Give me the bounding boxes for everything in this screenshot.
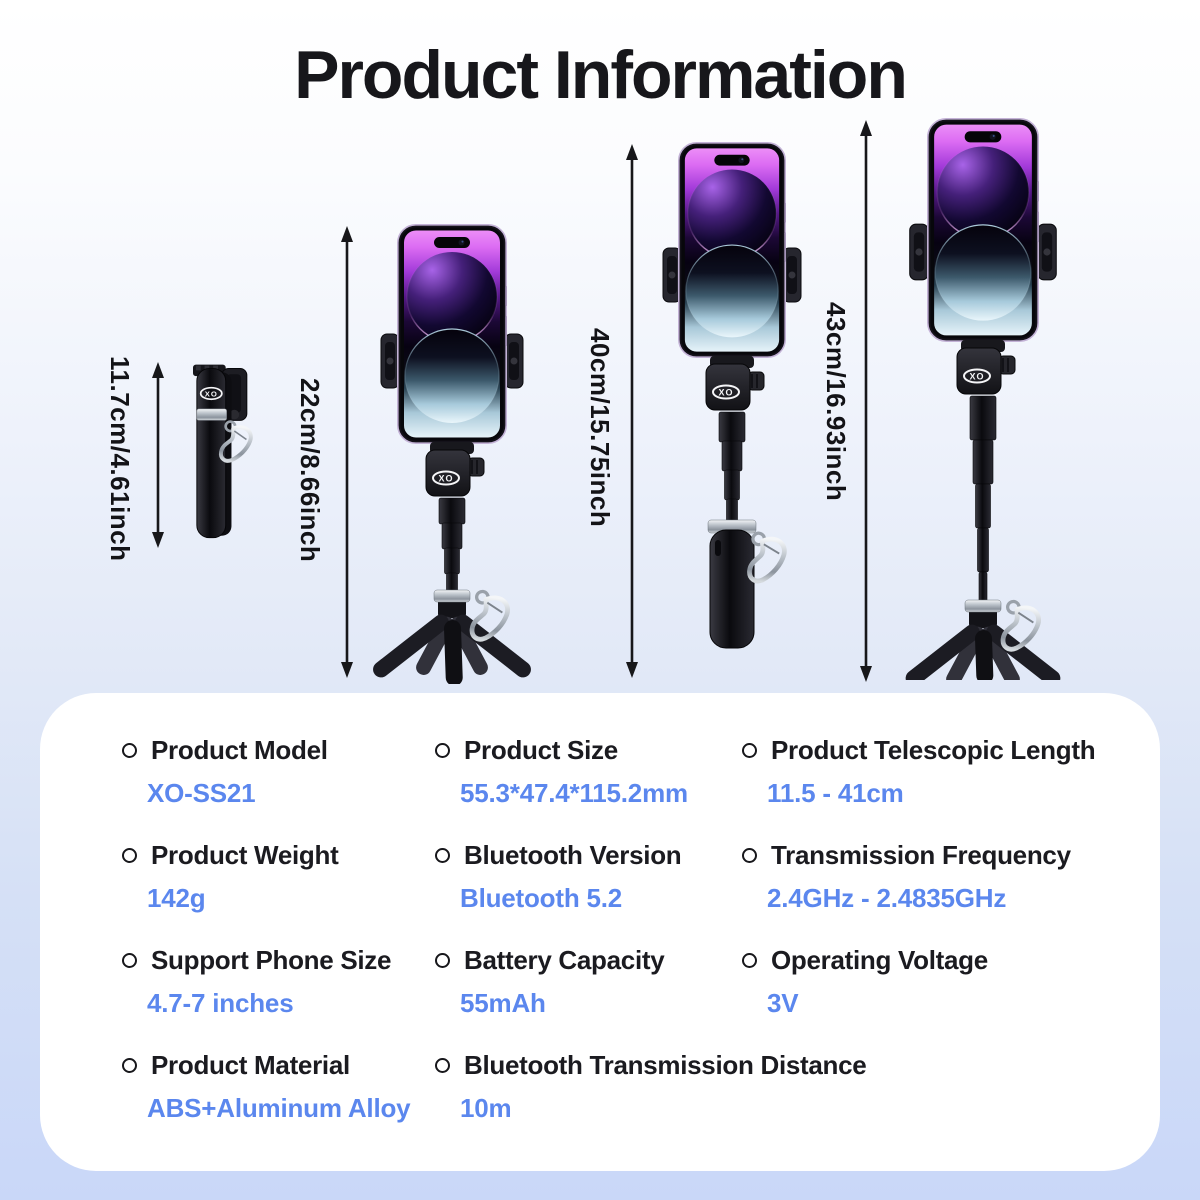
phone-clamp-icon xyxy=(380,333,400,389)
spec-value: 2.4GHz - 2.4835GHz xyxy=(767,883,1007,913)
tripod-legs xyxy=(905,624,1061,680)
spec-label: Product Telescopic Length xyxy=(771,735,1096,765)
phone-illustration xyxy=(678,142,786,358)
bullet-icon xyxy=(122,953,137,968)
phone-illustration xyxy=(927,118,1039,342)
tripod-legs xyxy=(373,614,531,684)
product-photo-folded: XO xyxy=(193,364,256,539)
spec-cell-product-weight: Product Weight 142g xyxy=(122,832,435,937)
spec-value: 10m xyxy=(460,1093,512,1123)
spec-cell-telescopic-length: Product Telescopic Length 11.5 - 41cm xyxy=(742,727,1130,832)
spec-cell-product-material: Product Material ABS+Aluminum Alloy xyxy=(122,1042,435,1147)
spec-value: 142g xyxy=(147,883,206,913)
bullet-icon xyxy=(122,848,137,863)
spec-cell-product-size: Product Size 55.3*47.4*115.2mm xyxy=(435,727,742,832)
spec-cell-bluetooth-version: Bluetooth Version Bluetooth 5.2 xyxy=(435,832,742,937)
bullet-icon xyxy=(435,743,450,758)
phone-clamp-icon xyxy=(909,223,929,281)
spec-label: Product Material xyxy=(151,1050,350,1080)
dimension-label: 43cm/16.93inch xyxy=(821,302,851,502)
bullet-icon xyxy=(742,743,757,758)
spec-label: Transmission Frequency xyxy=(771,840,1071,870)
spec-value: 55mAh xyxy=(460,988,546,1018)
spec-label: Battery Capacity xyxy=(464,945,665,975)
spec-label: Product Model xyxy=(151,735,328,765)
bullet-icon xyxy=(122,743,137,758)
spec-value: Bluetooth 5.2 xyxy=(460,883,623,913)
phone-clamp-icon xyxy=(504,333,524,389)
dimension-arrow xyxy=(860,120,872,682)
spec-cell-product-model: Product Model XO-SS21 xyxy=(122,727,435,832)
spec-cell-operating-voltage: Operating Voltage 3V xyxy=(742,937,1130,1042)
phone-illustration xyxy=(397,224,507,444)
product-photo-tripod-compact xyxy=(373,224,531,684)
xo-logo-text: XO xyxy=(205,390,218,399)
dimension-label: 40cm/15.75inch xyxy=(585,328,615,528)
spec-label: Product Size xyxy=(464,735,618,765)
product-photo-tripod-extended xyxy=(905,118,1061,680)
dimension-arrow xyxy=(341,226,353,678)
spec-cell-transmission-frequency: Transmission Frequency 2.4GHz - 2.4835GH… xyxy=(742,832,1130,937)
spec-value: ABS+Aluminum Alloy xyxy=(147,1093,411,1123)
spec-value: 3V xyxy=(767,988,799,1018)
spec-label: Operating Voltage xyxy=(771,945,988,975)
spec-value: 11.5 - 41cm xyxy=(767,778,904,808)
bullet-icon xyxy=(435,1058,450,1073)
bullet-icon xyxy=(742,953,757,968)
spec-cell-battery-capacity: Battery Capacity 55mAh xyxy=(435,937,742,1042)
spec-card: Product Model XO-SS21 Product Size 55.3*… xyxy=(40,693,1160,1171)
bullet-icon xyxy=(435,848,450,863)
spec-label: Bluetooth Transmission Distance xyxy=(464,1050,867,1080)
bullet-icon xyxy=(742,848,757,863)
spec-value: XO-SS21 xyxy=(147,778,256,808)
spec-label: Product Weight xyxy=(151,840,339,870)
page-title: Product Information xyxy=(294,37,908,113)
spec-value: 55.3*47.4*115.2mm xyxy=(460,778,688,808)
holder-head-icon xyxy=(705,356,765,411)
dimension-label: 22cm/8.66inch xyxy=(295,378,325,563)
dimension-arrow xyxy=(626,144,638,678)
spec-label: Support Phone Size xyxy=(151,945,392,975)
phone-clamp-icon xyxy=(1037,223,1057,281)
bullet-icon xyxy=(435,953,450,968)
dimension-arrow xyxy=(152,362,164,548)
spec-label: Bluetooth Version xyxy=(464,840,682,870)
holder-head-icon xyxy=(425,442,485,497)
spec-value: 4.7-7 inches xyxy=(147,988,294,1018)
spec-cell-support-phone-size: Support Phone Size 4.7-7 inches xyxy=(122,937,435,1042)
bullet-icon xyxy=(122,1058,137,1073)
dimension-label: 11.7cm/4.61inch xyxy=(105,356,135,562)
spec-cell-bt-transmission-distance: Bluetooth Transmission Distance 10m xyxy=(435,1042,867,1147)
product-photo-stick-extended xyxy=(662,142,802,649)
holder-head-icon xyxy=(956,340,1016,395)
spec-grid: Product Model XO-SS21 Product Size 55.3*… xyxy=(122,727,1130,1147)
